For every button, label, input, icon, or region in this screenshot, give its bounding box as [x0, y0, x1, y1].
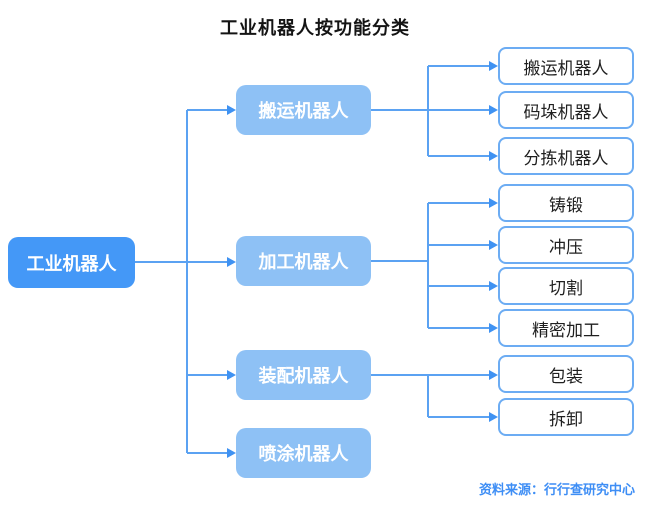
level1-connectors	[135, 105, 236, 458]
node-palletizing-robot: 码垛机器人	[498, 91, 634, 129]
handling-group-connectors	[371, 61, 498, 161]
node-precision-machining: 精密加工	[498, 309, 634, 347]
node-sorting-robot: 分拣机器人	[498, 137, 634, 175]
node-packaging: 包装	[498, 355, 634, 393]
node-disassembly: 拆卸	[498, 398, 634, 436]
node-casting-forging: 铸锻	[498, 184, 634, 222]
node-assembly-robot-branch: 装配机器人	[236, 350, 371, 400]
node-industrial-robot: 工业机器人	[8, 237, 135, 288]
node-stamping: 冲压	[498, 226, 634, 264]
processing-group-connectors	[371, 198, 498, 333]
node-handling-robot: 搬运机器人	[498, 47, 634, 85]
node-processing-robot-branch: 加工机器人	[236, 236, 371, 286]
diagram-title: 工业机器人按功能分类	[220, 18, 410, 38]
assembly-group-connectors	[371, 370, 498, 422]
node-handling-robot-branch: 搬运机器人	[236, 85, 371, 135]
node-cutting: 切割	[498, 267, 634, 305]
data-source-label: 资料来源：行行查研究中心	[478, 482, 635, 497]
node-spraying-robot-branch: 喷涂机器人	[236, 428, 371, 478]
